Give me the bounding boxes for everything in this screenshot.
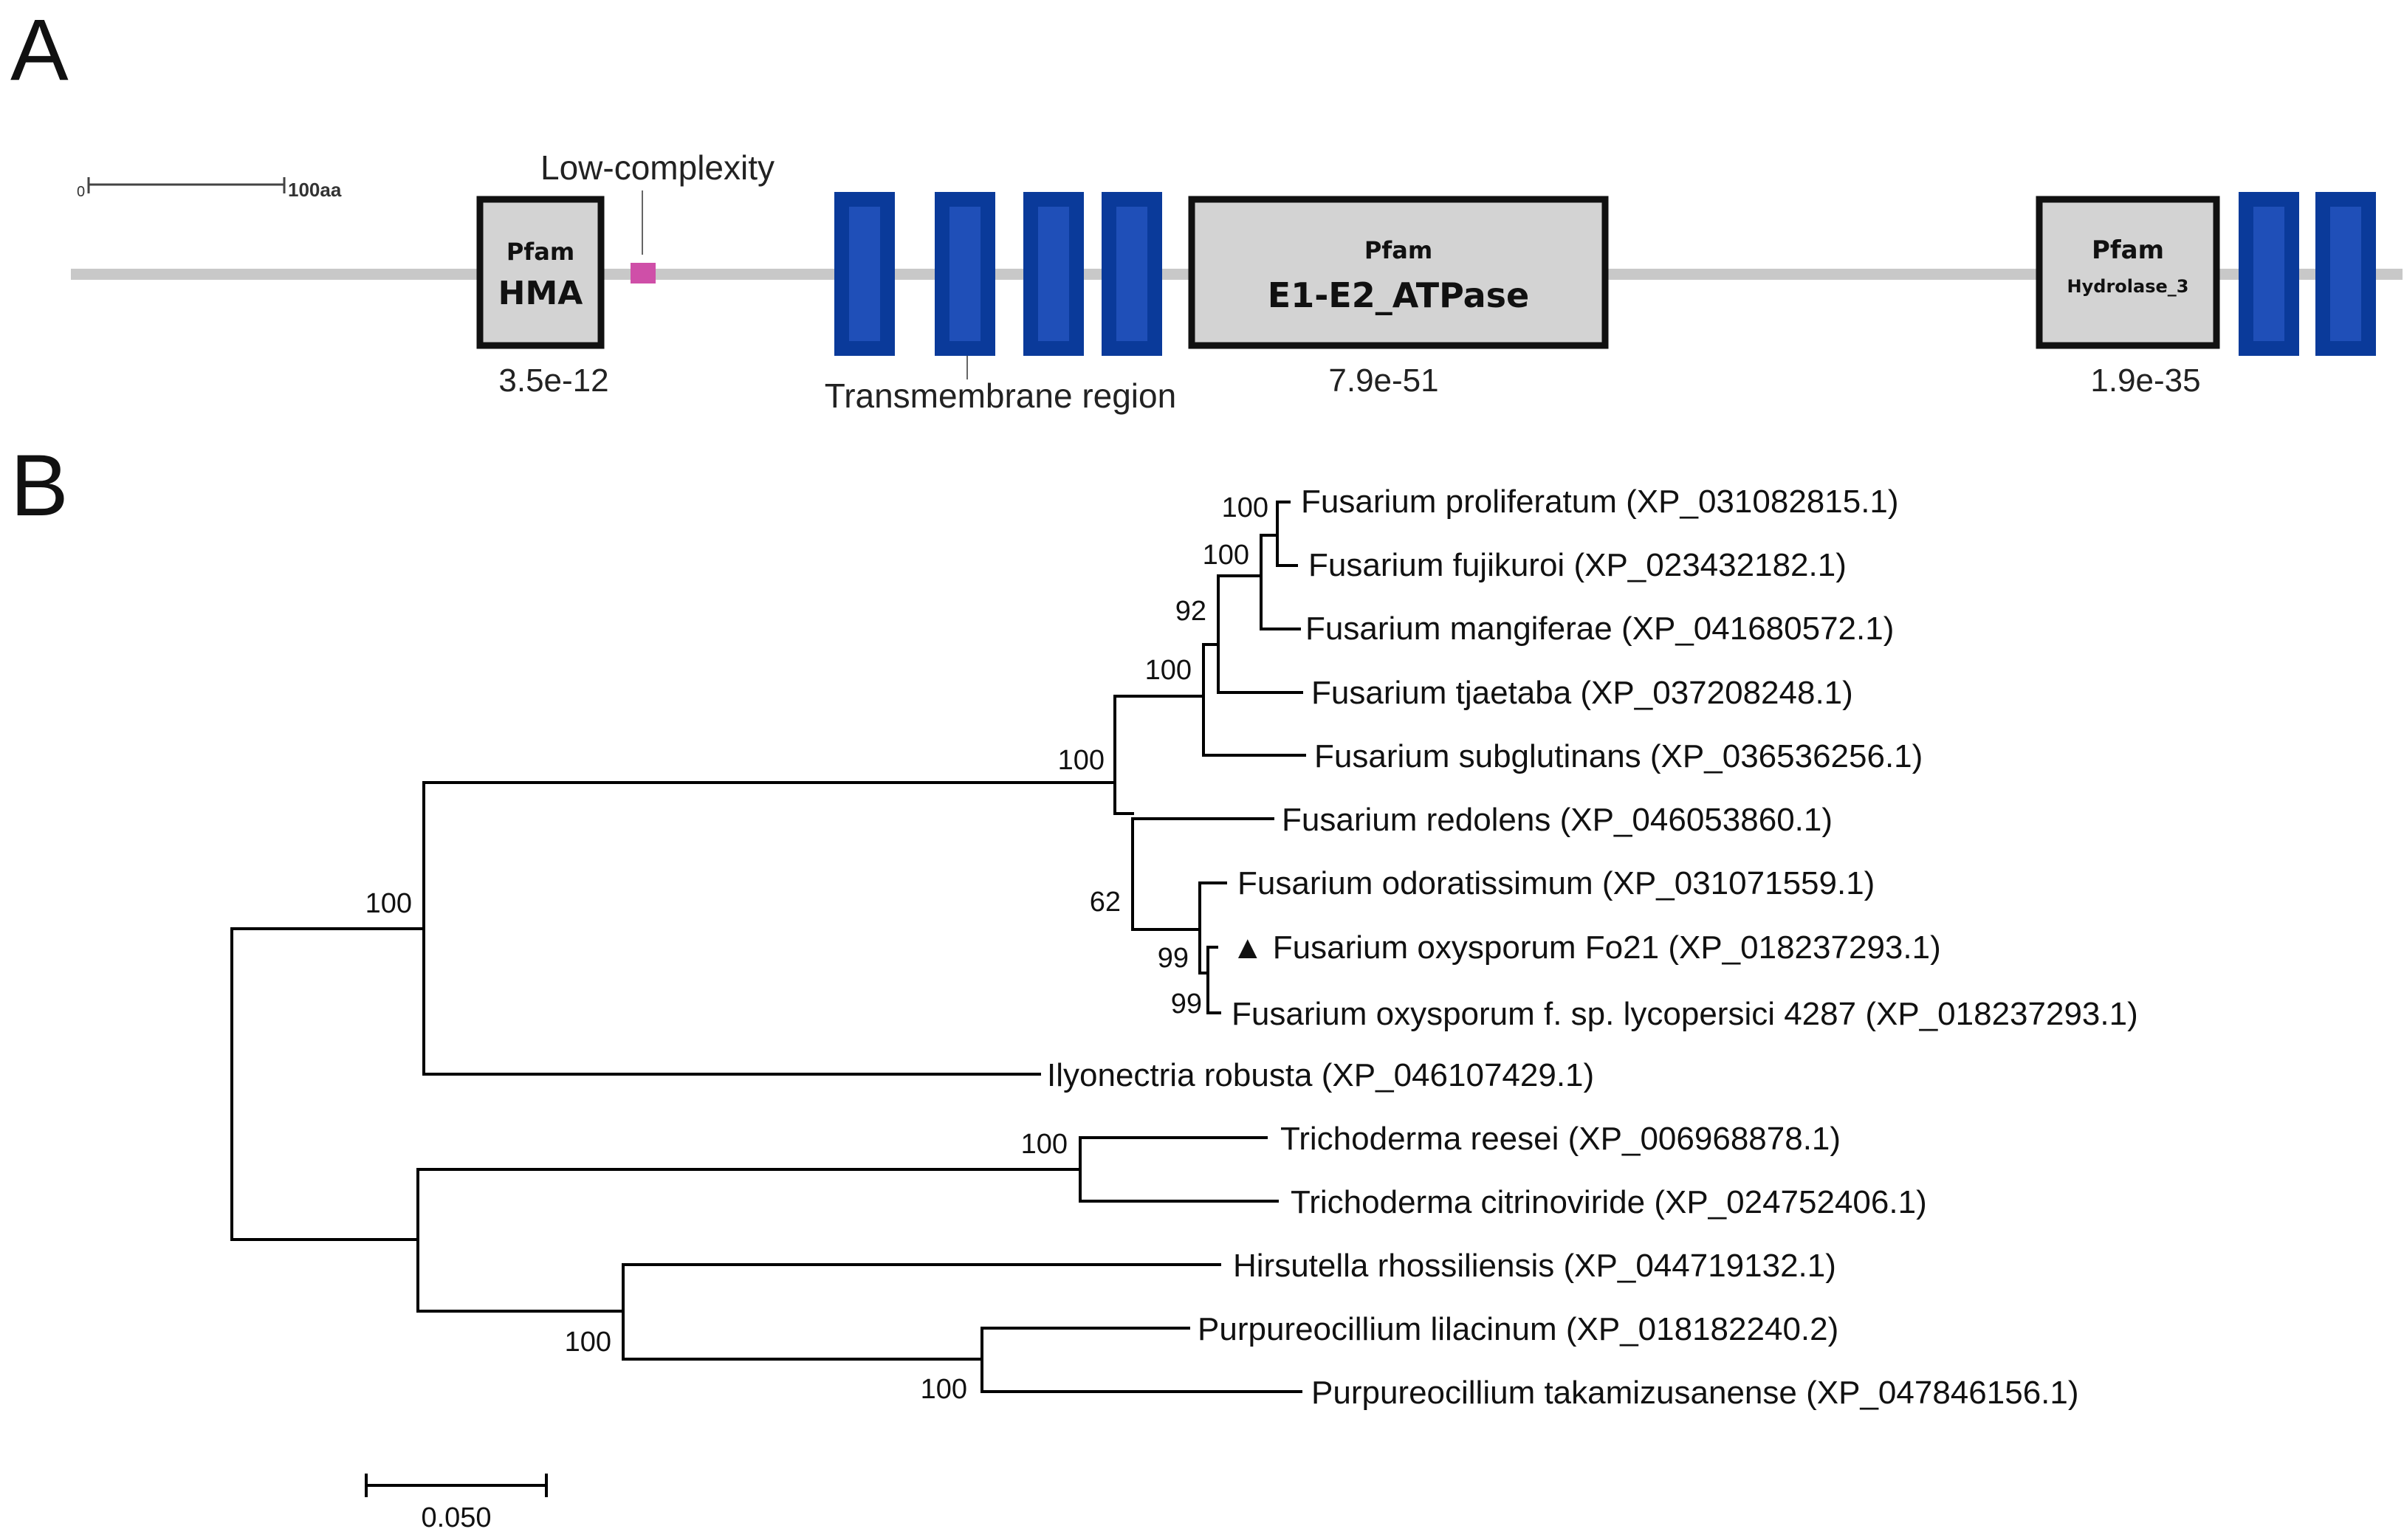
domain-hydrolase-name: Hydrolase_3	[2067, 276, 2189, 297]
taxon-label: Fusarium odoratissimum (XP_031071559.1)	[1237, 865, 1875, 901]
taxon-label: Fusarium tjaetaba (XP_037208248.1)	[1311, 675, 1853, 711]
bootstrap-value: 100	[1021, 1129, 1068, 1160]
tree-scale-label: 0.050	[421, 1502, 491, 1533]
transmembrane-segments	[834, 192, 2376, 356]
taxon-label: Trichoderma citrinoviride (XP_024752406.…	[1291, 1184, 1927, 1220]
domain-atpase-evalue: 7.9e-51	[1328, 362, 1438, 399]
tm-segment-5	[2239, 192, 2299, 356]
domain-hma-evalue: 3.5e-12	[498, 362, 608, 399]
domain-e1-e2-atpase: Pfam E1-E2_ATPase	[1188, 196, 1609, 349]
phylogenetic-tree	[230, 501, 1306, 1393]
tm-segment-2	[935, 192, 995, 356]
domain-hma: Pfam HMA	[476, 196, 605, 349]
domain-hydrolase-evalue: 1.9e-35	[2090, 362, 2200, 399]
tm-segment-1	[834, 192, 895, 356]
low-complexity-region	[631, 263, 656, 283]
domain-hydrolase-3: Pfam Hydrolase_3	[2036, 196, 2220, 349]
taxon-label: Fusarium fujikuroi (XP_023432182.1)	[1308, 547, 1847, 583]
taxon-label: Fusarium mangiferae (XP_041680572.1)	[1305, 611, 1894, 647]
bootstrap-value: 100	[1145, 655, 1192, 686]
domain-hydrolase-db: Pfam	[2092, 236, 2164, 265]
panel-b-label: B	[10, 437, 69, 534]
low-complexity-label: Low-complexity	[540, 148, 775, 187]
bootstrap-value: 100	[1222, 492, 1268, 523]
taxon-label: Fusarium redolens (XP_046053860.1)	[1282, 802, 1833, 838]
aa-scale-end: 100aa	[288, 179, 342, 201]
domain-hma-name: HMA	[498, 275, 583, 312]
taxon-label: Ilyonectria robusta (XP_046107429.1)	[1047, 1057, 1594, 1093]
bootstrap-values: 100 100 92 100 100 62 99 99 100 100 100 …	[365, 492, 1268, 1405]
triangle-marker-icon: ▲	[1232, 929, 1264, 966]
bootstrap-value: 100	[921, 1374, 967, 1405]
tree-scale-bar: 0.050	[365, 1474, 548, 1533]
bootstrap-value: 62	[1090, 887, 1121, 918]
tm-segment-3	[1023, 192, 1084, 356]
taxon-label: Purpureocillium takamizusanense (XP_0478…	[1311, 1375, 2079, 1411]
panel-a-label: A	[10, 1, 69, 99]
taxon-label: Trichoderma reesei (XP_006968878.1)	[1280, 1121, 1841, 1157]
taxon-label: ▲ Fusarium oxysporum Fo21 (XP_018237293.…	[1232, 929, 1941, 966]
bootstrap-value: 100	[1058, 745, 1105, 776]
bootstrap-value: 99	[1158, 943, 1189, 974]
taxon-label: Fusarium oxysporum f. sp. lycopersici 42…	[1232, 996, 2138, 1032]
taxon-label: Fusarium proliferatum (XP_031082815.1)	[1301, 484, 1899, 520]
bootstrap-value: 100	[565, 1327, 611, 1358]
domain-atpase-name: E1-E2_ATPase	[1268, 275, 1529, 315]
bootstrap-value: 100	[1203, 540, 1249, 571]
tm-segment-6	[2315, 192, 2376, 356]
taxon-label: Hirsutella rhossiliensis (XP_044719132.1…	[1233, 1248, 1836, 1284]
taxon-label: Purpureocillium lilacinum (XP_018182240.…	[1198, 1311, 1838, 1347]
taxon-label: Fusarium subglutinans (XP_036536256.1)	[1314, 738, 1923, 774]
domain-hma-db: Pfam	[506, 238, 574, 266]
domain-atpase-db: Pfam	[1364, 236, 1432, 264]
aa-scale-start: 0	[77, 184, 85, 200]
aa-scale-bar: 0 100aa	[77, 177, 342, 201]
tm-segment-4	[1102, 192, 1162, 356]
bootstrap-value: 100	[365, 888, 412, 919]
bootstrap-value: 92	[1175, 596, 1206, 627]
taxon-labels: Fusarium proliferatum (XP_031082815.1) F…	[1047, 484, 2138, 1411]
bootstrap-value: 99	[1171, 989, 1202, 1020]
transmembrane-label: Transmembrane region	[825, 377, 1176, 415]
